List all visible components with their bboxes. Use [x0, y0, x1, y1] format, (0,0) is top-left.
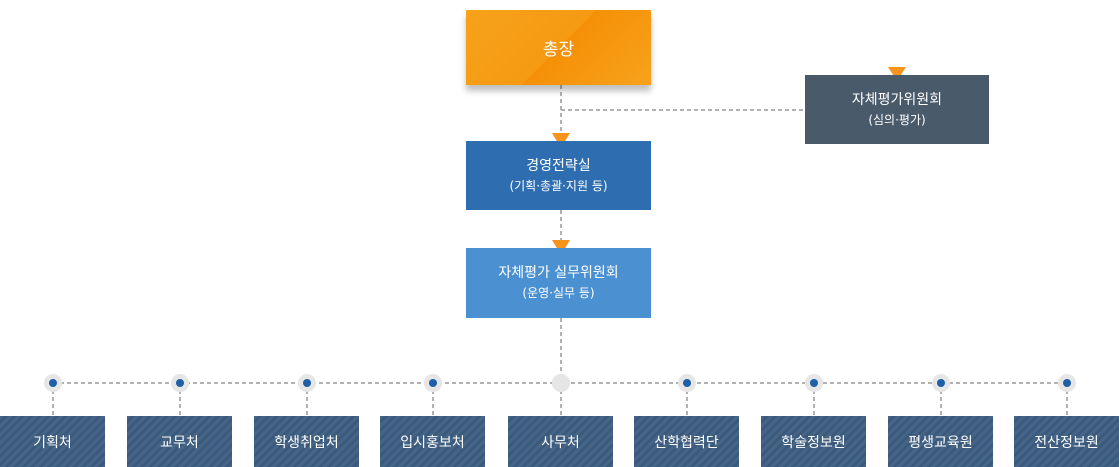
strategy-office-box: 경영전략실 (기획·총괄·지원 등) [466, 141, 651, 210]
department-label: 기획처 [33, 434, 72, 451]
department-label: 사무처 [541, 434, 580, 451]
department-box: 학생취업처 [254, 416, 359, 467]
department-box: 입시홍보처 [380, 416, 485, 467]
department-box: 기획처 [0, 416, 105, 467]
department-box: 사무처 [508, 416, 613, 467]
work-committee-box: 자체평가 실무위원회 (운영·실무 등) [466, 248, 651, 318]
arrow-down-icon [888, 67, 906, 81]
president-box: 총장 [466, 10, 651, 85]
connector-dot [429, 379, 437, 387]
arrow-down-icon [552, 240, 570, 255]
work-committee-title: 자체평가 실무위원회 [498, 265, 619, 281]
president-label: 총장 [542, 40, 575, 60]
department-box: 교무처 [127, 416, 232, 467]
strategy-office-title: 경영전략실 [526, 157, 591, 174]
connector-dot [176, 379, 184, 387]
department-box: 학술정보원 [761, 416, 866, 467]
arrow-down-icon [552, 133, 570, 148]
connector-dot [1063, 379, 1071, 387]
self-eval-committee-title: 자체평가위원회 [851, 91, 943, 108]
department-label: 입시홍보처 [400, 434, 465, 451]
work-committee-subtitle: (운영·실무 등) [522, 286, 595, 300]
self-eval-committee-box: 자체평가위원회 (심의·평가) [805, 75, 989, 144]
self-eval-committee-subtitle: (심의·평가) [868, 112, 926, 127]
department-label: 학술정보원 [781, 434, 846, 451]
department-label: 산학협력단 [654, 434, 719, 451]
department-box: 전산정보원 [1014, 416, 1119, 467]
department-label: 학생취업처 [274, 434, 339, 451]
connector-dot [49, 379, 57, 387]
department-label: 전산정보원 [1034, 434, 1099, 451]
connector-dot [810, 379, 818, 387]
department-box: 평생교육원 [888, 416, 993, 467]
department-label: 평생교육원 [908, 434, 973, 451]
strategy-office-subtitle: (기획·총괄·지원 등) [509, 178, 608, 193]
department-box: 산학협력단 [634, 416, 739, 467]
department-label: 교무처 [160, 434, 199, 451]
connector-dot [683, 379, 691, 387]
connector-dot [937, 379, 945, 387]
connector-dot [303, 379, 311, 387]
